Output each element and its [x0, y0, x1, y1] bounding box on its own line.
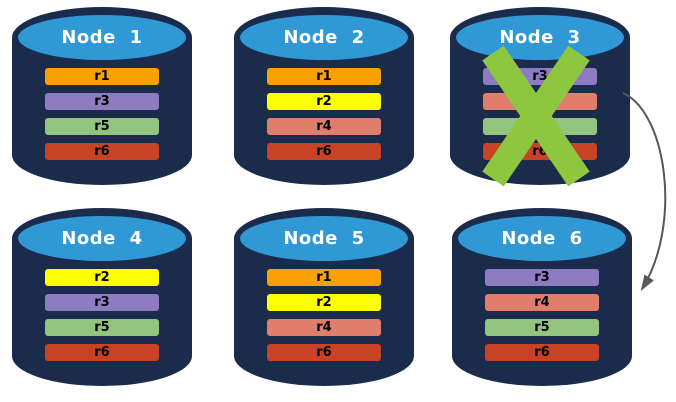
replica-bar: r4 — [485, 294, 599, 311]
node-title: Node 1 — [61, 27, 143, 48]
cylinder-top: Node 1 — [18, 15, 186, 60]
db-node-1: Node 1 r1 r3 r5 r6 — [12, 7, 192, 187]
cylinder-top: Node 4 — [18, 216, 186, 261]
replica-list: r1 r2 r4 r6 — [267, 269, 381, 369]
failure-x-icon — [482, 45, 590, 187]
db-node-2: Node 2 r1 r2 r4 r6 — [234, 7, 414, 187]
db-node-6: Node 6 r3 r4 r5 r6 — [452, 208, 632, 388]
cylinder-top: Node 6 — [458, 216, 626, 261]
db-node-5: Node 5 r1 r2 r4 r6 — [234, 208, 414, 388]
replica-bar: r2 — [267, 294, 381, 311]
replica-bar: r6 — [45, 143, 159, 160]
node-title: Node 5 — [283, 228, 365, 249]
replica-bar: r2 — [267, 93, 381, 110]
replica-bar: r5 — [485, 319, 599, 336]
replica-bar: r2 — [45, 269, 159, 286]
replica-list: r2 r3 r5 r6 — [45, 269, 159, 369]
replica-bar: r5 — [45, 319, 159, 336]
replica-bar: r1 — [45, 68, 159, 85]
node-title: Node 6 — [501, 228, 583, 249]
replica-bar: r1 — [267, 68, 381, 85]
node-title: Node 2 — [283, 27, 365, 48]
replica-bar: r1 — [267, 269, 381, 286]
replica-bar: r6 — [45, 344, 159, 361]
db-node-4: Node 4 r2 r3 r5 r6 — [12, 208, 192, 388]
cylinder-top: Node 3 — [456, 15, 624, 60]
node-title: Node 4 — [61, 228, 143, 249]
replica-bar: r4 — [267, 118, 381, 135]
replica-list: r1 r3 r5 r6 — [45, 68, 159, 168]
replica-list: r3 r4 r5 r6 — [485, 269, 599, 369]
node-title: Node 3 — [499, 27, 581, 48]
replica-bar: r6 — [267, 143, 381, 160]
replica-bar: r3 — [45, 93, 159, 110]
replica-bar: r3 — [45, 294, 159, 311]
replica-bar: r3 — [485, 269, 599, 286]
replica-bar: r4 — [267, 319, 381, 336]
cylinder-top: Node 2 — [240, 15, 408, 60]
replica-bar: r5 — [45, 118, 159, 135]
replica-list: r1 r2 r4 r6 — [267, 68, 381, 168]
cylinder-top: Node 5 — [240, 216, 408, 261]
replica-bar: r6 — [485, 344, 599, 361]
replica-bar: r6 — [267, 344, 381, 361]
